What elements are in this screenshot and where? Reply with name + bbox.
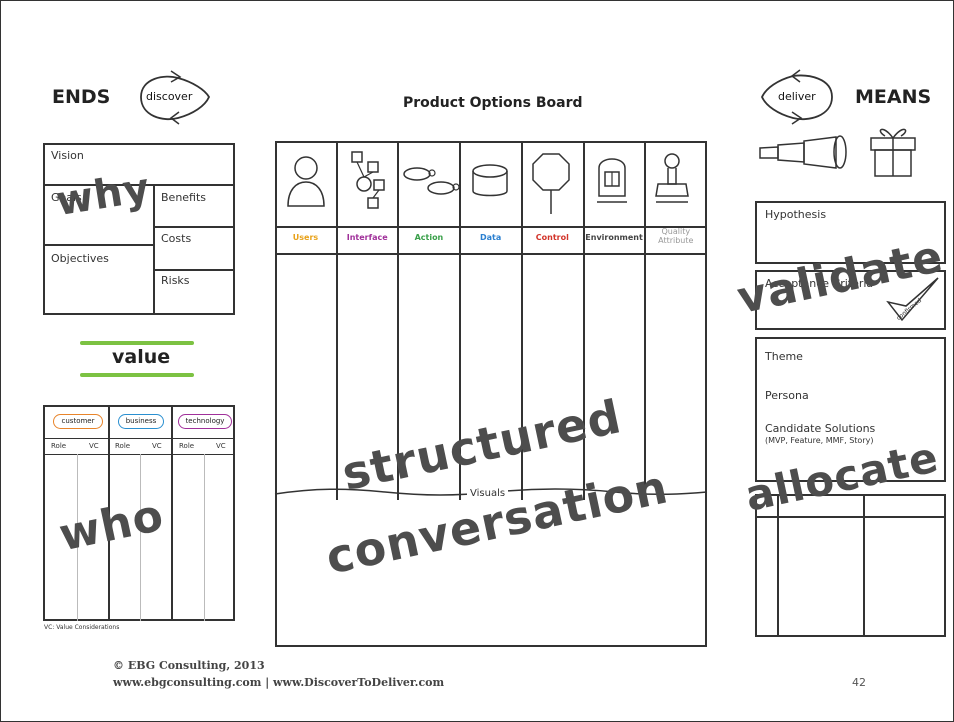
user-icon (287, 156, 325, 207)
who-divider-2 (171, 405, 173, 621)
board-column-divider (582, 141, 585, 500)
column-label-control: Control (535, 233, 569, 242)
who-header-line (43, 438, 235, 439)
board-column-divider (335, 141, 338, 500)
subheader-role-2: Role (115, 442, 131, 450)
who-sub-divider-2 (140, 454, 141, 621)
theme-label: Theme (765, 350, 803, 363)
who-sub-divider-3 (204, 454, 205, 621)
goals-label: Goals (51, 191, 82, 204)
environment-icon (597, 158, 627, 203)
allocation-divider-1 (777, 494, 779, 637)
visuals-label: Visuals (467, 488, 509, 499)
who-divider-1 (108, 405, 110, 621)
board-column-divider (459, 141, 462, 500)
page-number: 42 (852, 676, 866, 689)
board-column-divider (397, 141, 400, 500)
risks-label: Risks (161, 274, 190, 287)
column-label-environment: Environment (585, 233, 643, 242)
business-label: business (125, 417, 157, 425)
hypothesis-box (755, 201, 946, 264)
board-icon-row-line (275, 226, 707, 228)
business-badge: business (118, 414, 164, 429)
ends-title: ENDS (52, 86, 111, 108)
deliver-loop-icon (761, 69, 833, 125)
interface-icon (351, 151, 385, 209)
candidate-label: Candidate Solutions (765, 422, 876, 435)
database-icon (472, 164, 508, 197)
subheader-vc-3: VC (216, 442, 226, 450)
value-line-bottom (80, 373, 194, 377)
checkmark-icon (886, 277, 939, 322)
telescope-icon (759, 135, 847, 169)
who-sub-divider-1 (77, 454, 78, 621)
vision-label: Vision (51, 149, 84, 162)
subheader-vc-1: VC (89, 442, 99, 450)
value-line-top (80, 341, 194, 345)
costs-label: Costs (161, 232, 192, 245)
stamp-icon (655, 153, 689, 203)
column-label-users: Users (292, 233, 319, 242)
column-label-data: Data (480, 233, 502, 242)
board-title: Product Options Board (403, 95, 583, 111)
solution-box (755, 337, 946, 482)
board-label-row-line (275, 253, 707, 255)
acceptance-box (755, 270, 946, 330)
value-label: value (112, 346, 171, 368)
customer-label: customer (61, 417, 95, 425)
allocation-header-line (755, 516, 946, 518)
board-column-divider (520, 141, 523, 500)
why-divider-left (43, 244, 155, 246)
customer-badge: customer (53, 414, 103, 429)
subheader-role-1: Role (51, 442, 67, 450)
means-title: MEANS (855, 86, 932, 108)
objectives-label: Objectives (51, 252, 109, 265)
deliver-label: deliver (778, 90, 816, 103)
why-divider-right1 (153, 226, 235, 228)
options-board (275, 141, 707, 647)
technology-badge: technology (178, 414, 232, 429)
why-divider-right2 (153, 269, 235, 271)
allocation-box (755, 494, 946, 637)
why-divider-top (43, 184, 235, 186)
subheader-vc-2: VC (152, 442, 162, 450)
discover-label: discover (146, 90, 193, 103)
discover-loop-icon (140, 70, 211, 125)
candidate-sub-label: (MVP, Feature, MMF, Story) (765, 436, 874, 445)
why-box (43, 143, 235, 315)
column-label-interface: Interface (346, 233, 388, 242)
who-box (43, 405, 235, 621)
stop-sign-icon (532, 153, 570, 214)
column-label-action: Action (414, 233, 444, 242)
acceptance-label: Acceptance Criteria (765, 277, 874, 290)
hypothesis-label: Hypothesis (765, 208, 827, 221)
subheader-role-3: Role (179, 442, 195, 450)
who-footnote: VC: Value Considerations (44, 624, 120, 631)
technology-label: technology (185, 417, 225, 425)
gift-icon (870, 128, 916, 177)
why-divider-vertical (153, 184, 155, 315)
benefits-label: Benefits (161, 191, 207, 204)
footer-links: www.ebgconsulting.com | www.DiscoverToDe… (113, 676, 445, 689)
allocation-divider-2 (863, 494, 865, 637)
footsteps-icon (403, 167, 460, 195)
persona-label: Persona (765, 389, 809, 402)
column-label-quality-attribute: Quality Attribute (658, 227, 694, 245)
footer-copyright: © EBG Consulting, 2013 (113, 659, 265, 672)
who-subheader-line (43, 454, 235, 455)
board-column-divider (644, 141, 647, 500)
